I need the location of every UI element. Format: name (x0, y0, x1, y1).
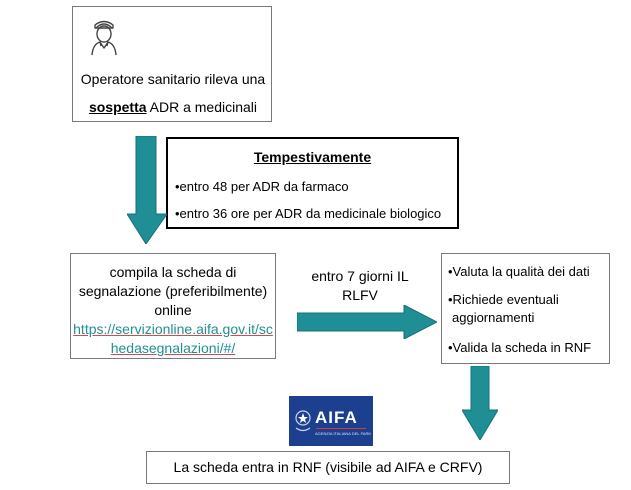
republic-emblem-icon (295, 410, 311, 432)
validation-item-updates-1: •Richiede eventuali (448, 292, 559, 307)
timing-item-48h: •entro 48 per ADR da farmaco (175, 179, 349, 194)
right-arrow (297, 305, 437, 339)
aifa-tagline: AGENZIA ITALIANA DEL FARMACO (315, 431, 371, 436)
healthcare-worker-icon (91, 20, 117, 56)
arrow-label-line-2: RLFV (342, 287, 378, 303)
validation-item-quality: •Valuta la qualità dei dati (448, 264, 590, 279)
report-line-2: segnalazione (preferibilmente) (78, 283, 268, 299)
rnf-entry-box: La scheda entra in RNF (visibile ad AIFA… (146, 451, 510, 484)
down-arrow-right (462, 366, 498, 440)
report-form-box: compila la scheda di segnalazione (prefe… (70, 253, 276, 359)
aifa-red-line (316, 428, 366, 429)
aifa-wordmark: AIFA (315, 408, 358, 427)
report-line-3: online (154, 302, 192, 318)
report-link[interactable]: https://servizionline.aifa.gov.it/sc hed… (71, 320, 275, 358)
rnf-entry-text: La scheda entra in RNF (visibile ad AIFA… (173, 459, 483, 475)
timing-title: Tempestivamente (253, 149, 372, 165)
operator-line-1: Operatore sanitario rileva una (80, 71, 266, 87)
validation-item-validate: •Valida la scheda in RNF (448, 340, 592, 355)
report-link-line-1[interactable]: https://servizionline.aifa.gov.it/sc (73, 321, 273, 337)
timing-item-36h: •entro 36 ore per ADR da medicinale biol… (175, 206, 442, 221)
down-arrow-top (127, 136, 167, 244)
report-line-1: compila la scheda di (109, 264, 237, 280)
suspect-keyword: sospetta (88, 99, 147, 115)
arrow-label-line-1: entro 7 giorni IL (311, 268, 409, 284)
aifa-logo: AIFA AGENZIA ITALIANA DEL FARMACO (289, 396, 373, 446)
validation-box: •Valuta la qualità dei dati •Richiede ev… (441, 253, 610, 364)
validation-item-updates-2: aggiornamenti (452, 310, 535, 325)
operator-line-2-rest: ADR a medicinali (146, 99, 258, 115)
operator-box: Operatore sanitario rileva una sospetta … (72, 6, 272, 122)
report-link-line-2[interactable]: hedasegnalazioni/#/ (110, 340, 236, 356)
operator-line-2: sospetta ADR a medicinali (73, 98, 273, 117)
timing-box: Tempestivamente •entro 48 per ADR da far… (166, 137, 459, 229)
